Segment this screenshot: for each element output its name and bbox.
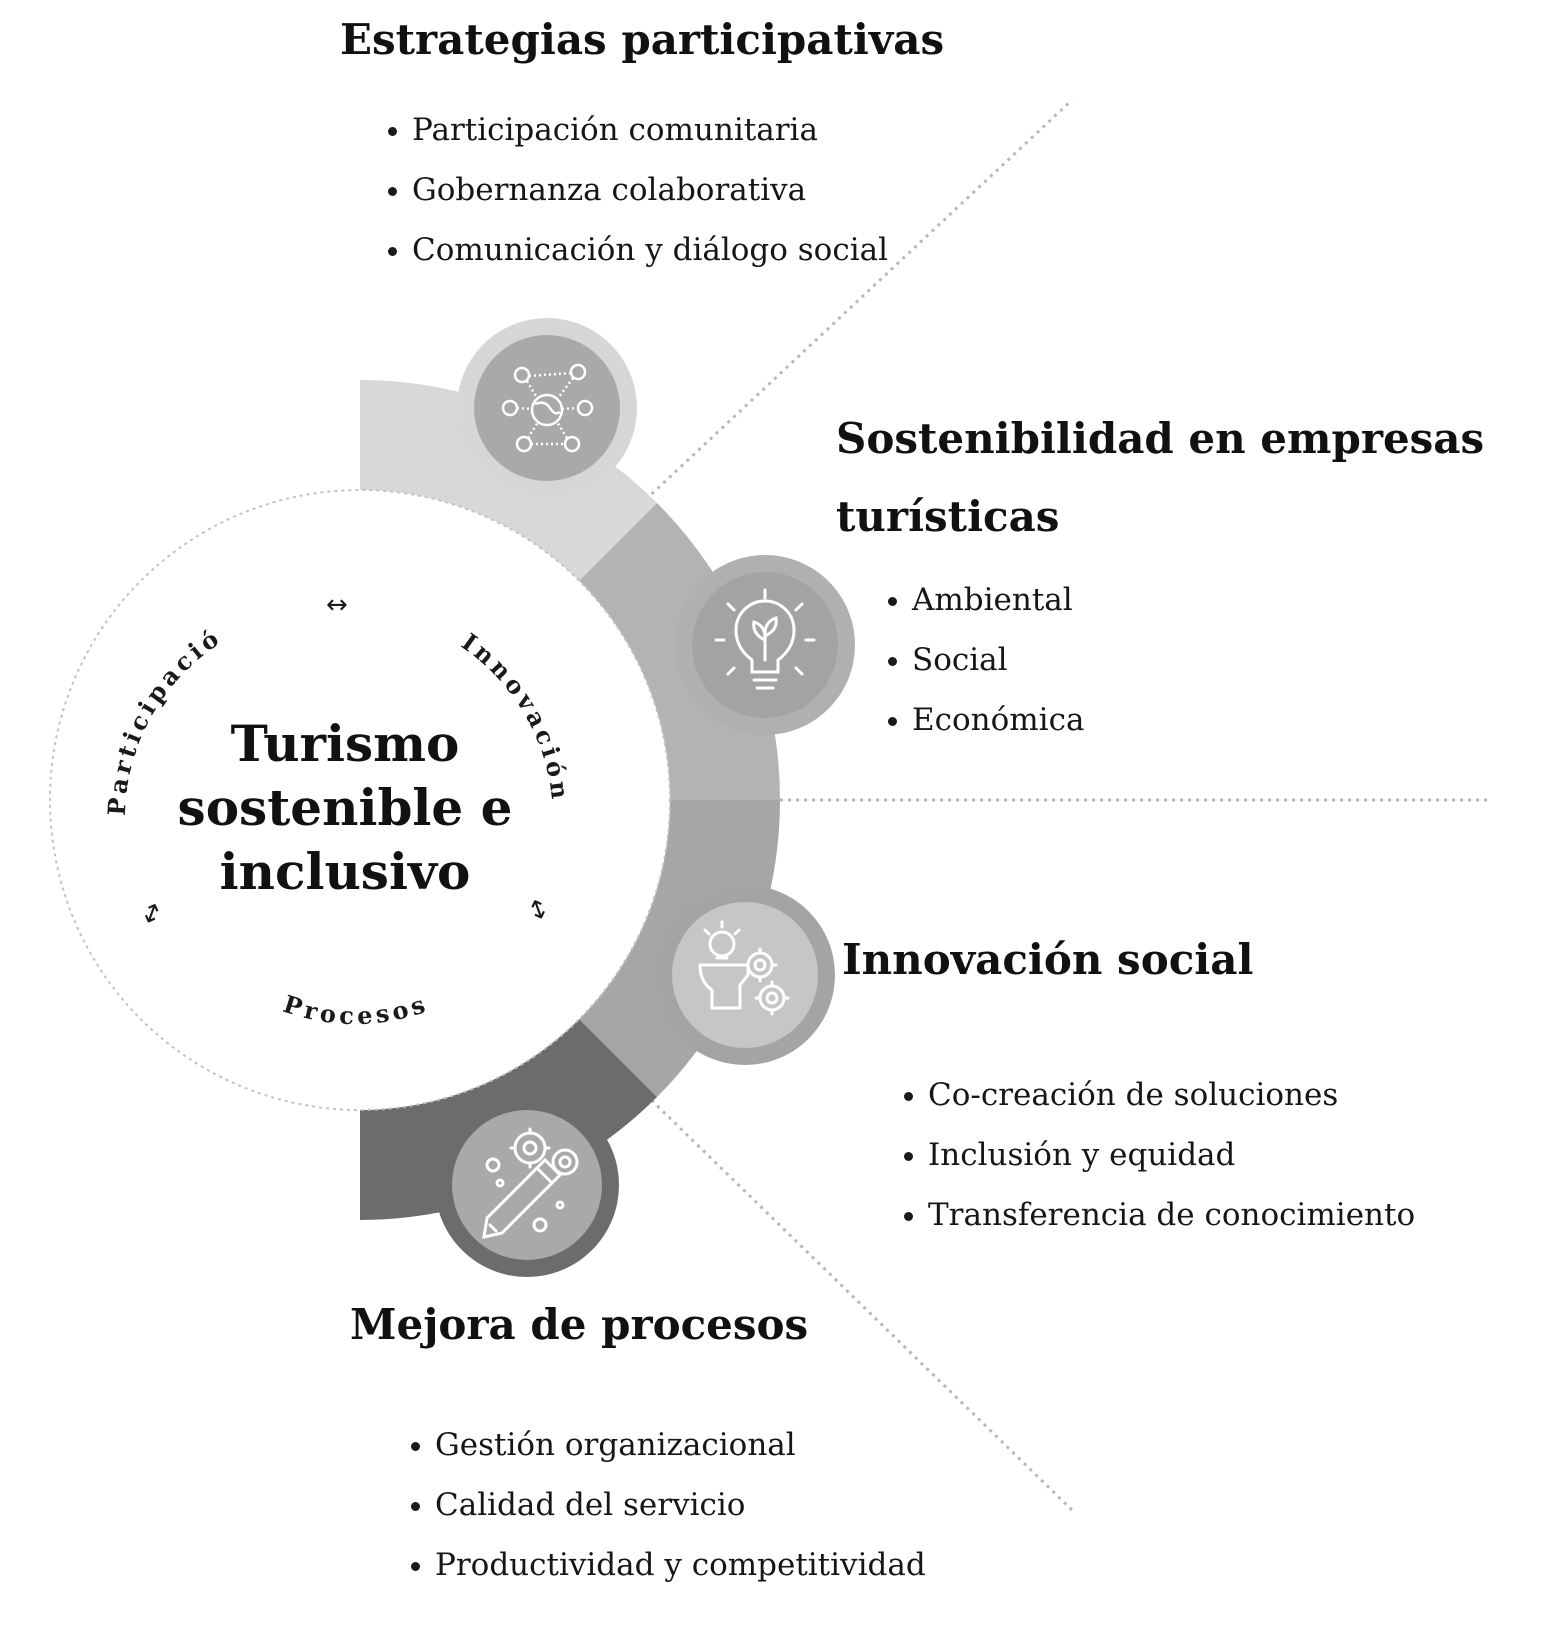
badge-innovacion [655, 885, 835, 1065]
divider-line-top [638, 98, 1074, 507]
divider-line-bottom [598, 1048, 1074, 1512]
list-item: Productividad y competitividad [405, 1535, 926, 1595]
section-title-innovacion: Innovación social [842, 935, 1253, 984]
section-title-line: Estrategias participativas [340, 15, 945, 64]
section-title-procesos: Mejora de procesos [350, 1300, 808, 1349]
bullet-list-participativas: Participación comunitaria Gobernanza col… [382, 100, 888, 280]
list-item: Transferencia de conocimiento [898, 1185, 1415, 1245]
list-item: Económica [882, 690, 1084, 750]
pencil-gears-icon [482, 1127, 579, 1239]
section-title-line: Sostenibilidad en empresas [836, 414, 1485, 463]
list-item: Gestión organizacional [405, 1415, 926, 1475]
center-title-line: inclusivo [219, 842, 471, 901]
section-title-participativas: Estrategias participativas [340, 15, 944, 64]
list-item: Gobernanza colaborativa [382, 160, 888, 220]
center-title-line: Turismo [230, 714, 460, 773]
list-item: Inclusión y equidad [898, 1125, 1415, 1185]
list-item: Ambiental [882, 570, 1084, 630]
svg-text:↔: ↔ [326, 590, 348, 620]
center-circle [49, 489, 671, 1111]
badge-participativas [457, 318, 637, 498]
community-network-icon [501, 363, 594, 453]
list-item: Co-creación de soluciones [898, 1065, 1415, 1125]
center-title-line: sostenible e [177, 778, 513, 837]
bullet-list-innovacion: Co-creación de soluciones Inclusión y eq… [898, 1065, 1415, 1245]
section-title-sostenibilidad: Sostenibilidad en empresas turísticas [836, 400, 1484, 556]
list-item: Social [882, 630, 1084, 690]
badge-procesos [435, 1093, 619, 1277]
bullet-list-sostenibilidad: Ambiental Social Económica [882, 570, 1084, 750]
lightbulb-plant-icon [714, 588, 816, 690]
arrow-top-icon: ↔ [326, 590, 348, 620]
center-title: Turismo sostenible e inclusivo [150, 712, 540, 904]
section-title-line: Innovación social [842, 935, 1254, 984]
section-title-line: Mejora de procesos [350, 1300, 809, 1349]
section-title-line: turísticas [836, 492, 1060, 541]
list-item: Calidad del servicio [405, 1475, 926, 1535]
list-item: Comunicación y diálogo social [382, 220, 888, 280]
head-ideas-gears-icon [698, 920, 790, 1016]
list-item: Participación comunitaria [382, 100, 888, 160]
bullet-list-procesos: Gestión organizacional Calidad del servi… [405, 1415, 926, 1595]
